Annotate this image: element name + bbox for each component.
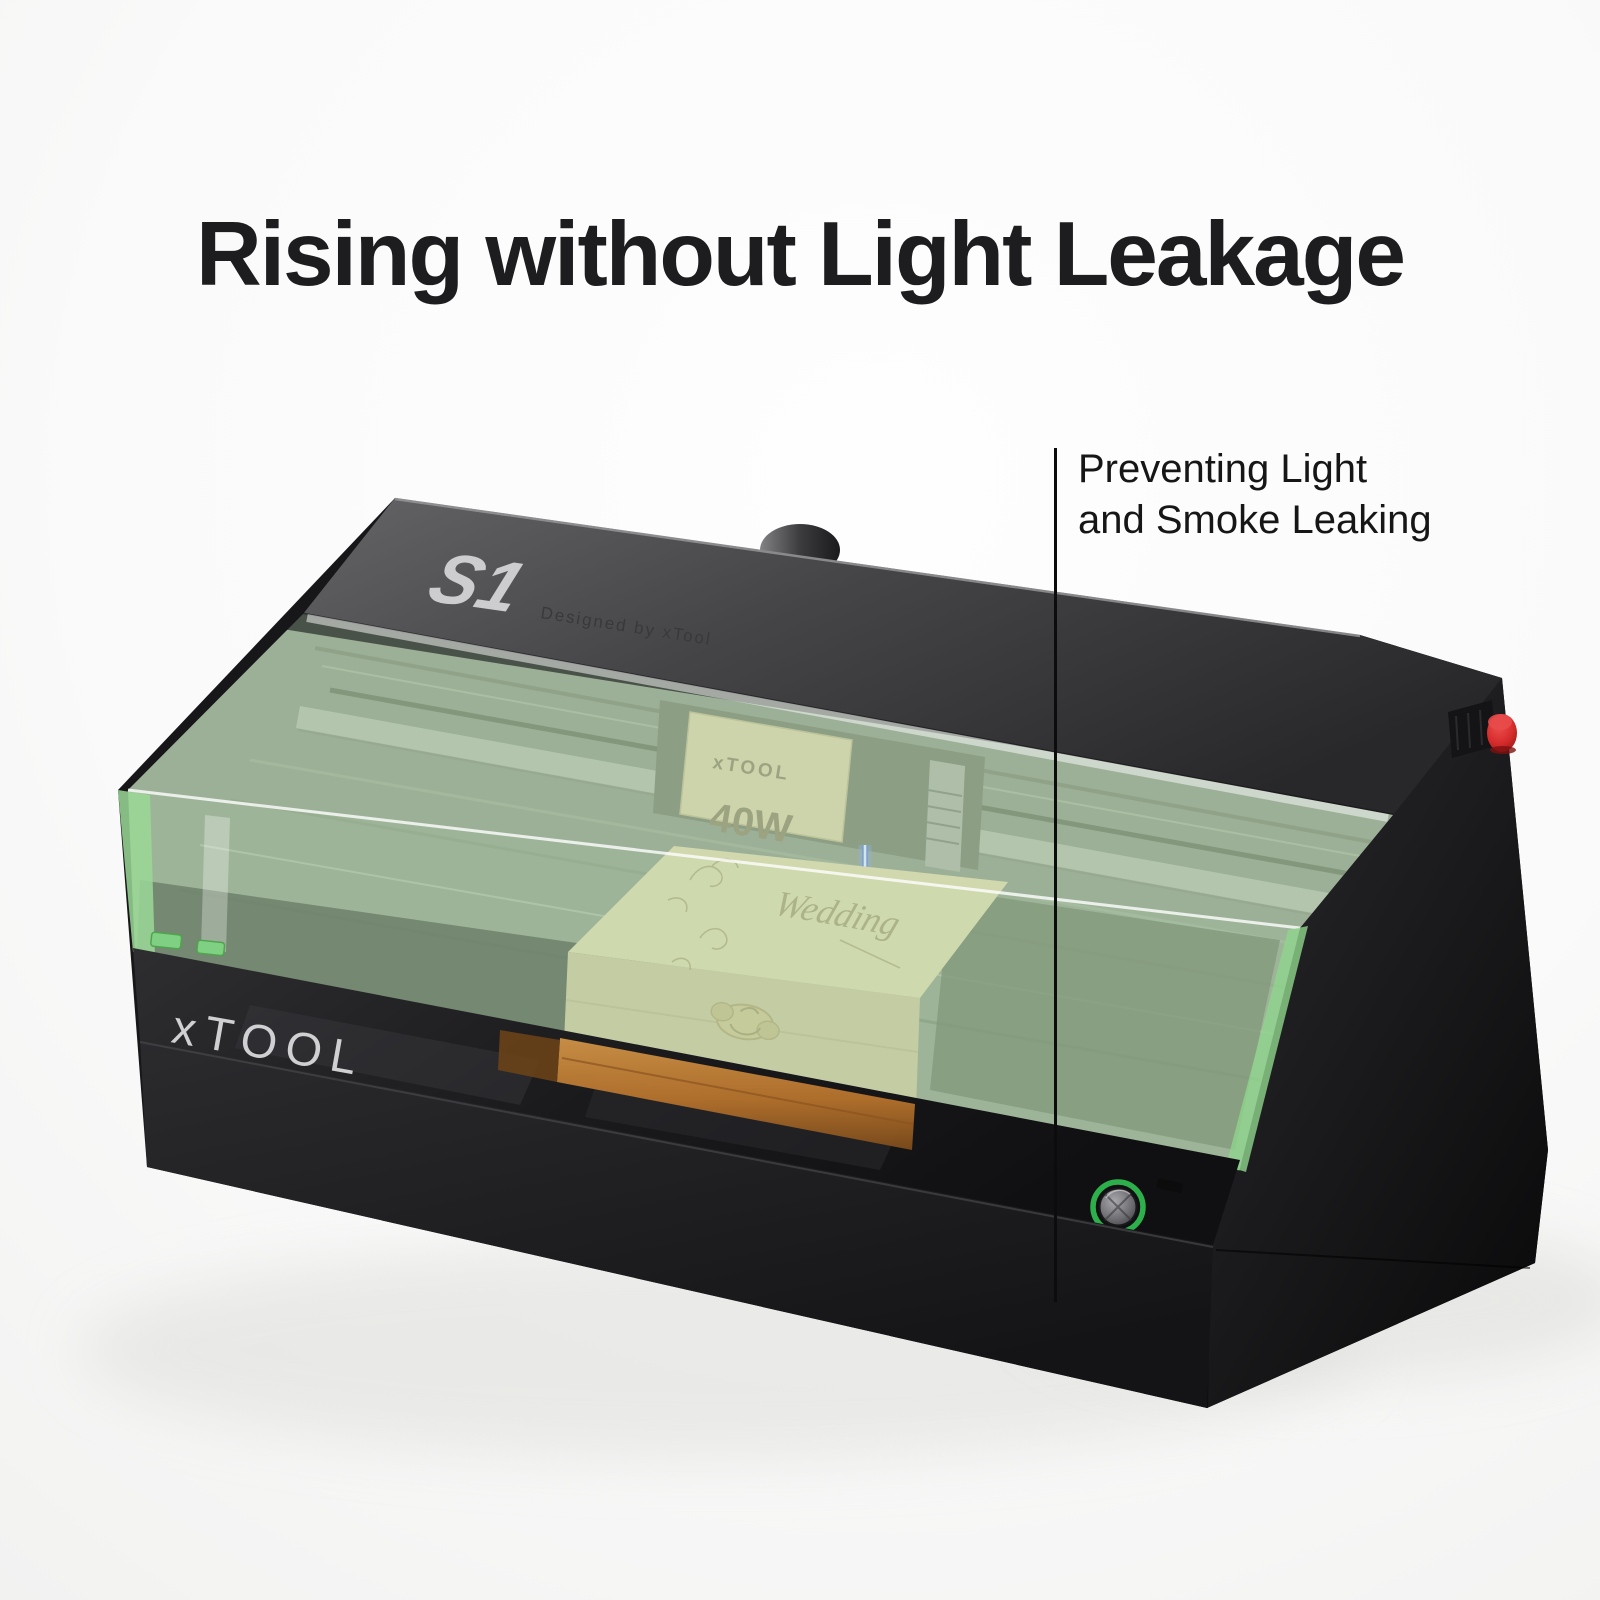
side-seam xyxy=(1215,1249,1531,1269)
page-title: Rising without Light Leakage xyxy=(196,203,1406,305)
lid-top-panel xyxy=(303,498,1502,815)
base-panel xyxy=(140,1040,1213,1408)
green-riser xyxy=(118,614,1393,1172)
workpiece-box: Wedding xyxy=(564,846,1008,1108)
right-side-panel xyxy=(1207,678,1548,1408)
engraving-floral-ornament xyxy=(667,858,901,971)
door-reflection xyxy=(235,1005,540,1105)
callout-label: Preventing Light and Smoke Leaking xyxy=(1078,444,1432,546)
lid-back-edge-highlight xyxy=(394,497,1361,638)
callout-label-line1: Preventing Light xyxy=(1078,447,1368,491)
callout-pointer-line xyxy=(1054,448,1057,1302)
box-clasp-ornament xyxy=(710,1001,780,1041)
door-latch-detail xyxy=(1156,1178,1184,1193)
base-seam-highlight xyxy=(139,1041,1214,1248)
laser-module: xTOOL 40W xyxy=(653,700,985,872)
callout-label-line2: and Smoke Leaking xyxy=(1078,498,1432,543)
workpiece-lower xyxy=(498,1030,915,1150)
emergency-stop-button xyxy=(1448,700,1517,758)
